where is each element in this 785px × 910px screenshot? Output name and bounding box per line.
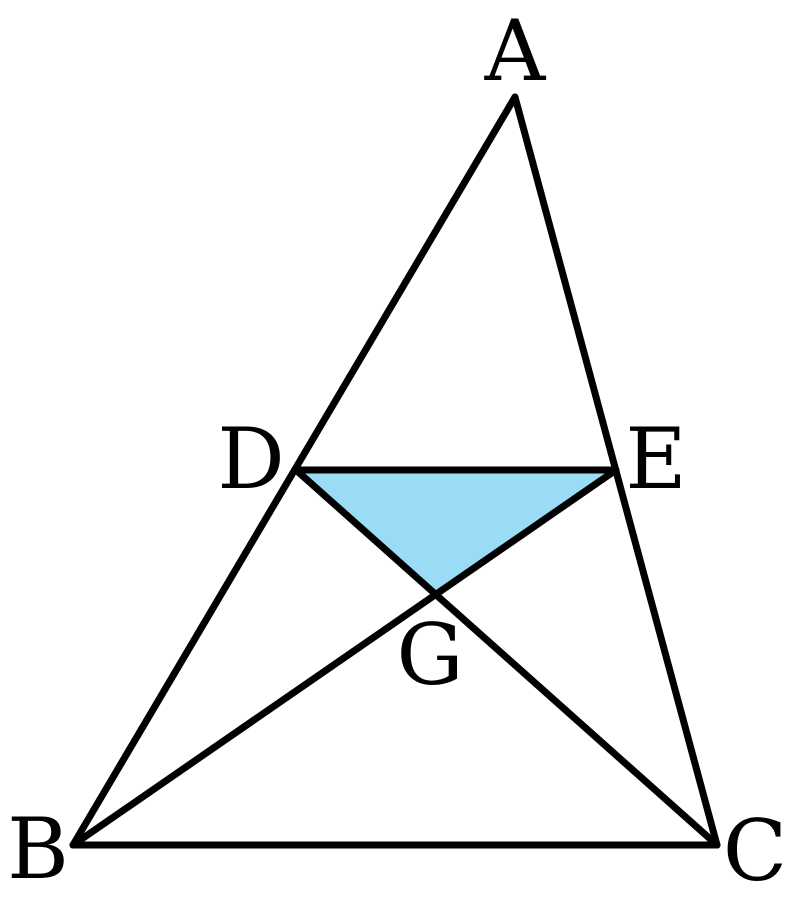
shaded-triangle-deg bbox=[296, 470, 616, 594]
segment-dc bbox=[292, 466, 721, 849]
vertex-label-a: A bbox=[484, 2, 547, 100]
vertex-label-g: G bbox=[396, 606, 463, 704]
segment-be bbox=[69, 466, 620, 849]
vertex-label-b: B bbox=[7, 800, 69, 898]
vertex-label-d: D bbox=[217, 410, 284, 508]
vertex-label-e: E bbox=[625, 410, 686, 508]
vertex-label-c: C bbox=[723, 802, 785, 900]
